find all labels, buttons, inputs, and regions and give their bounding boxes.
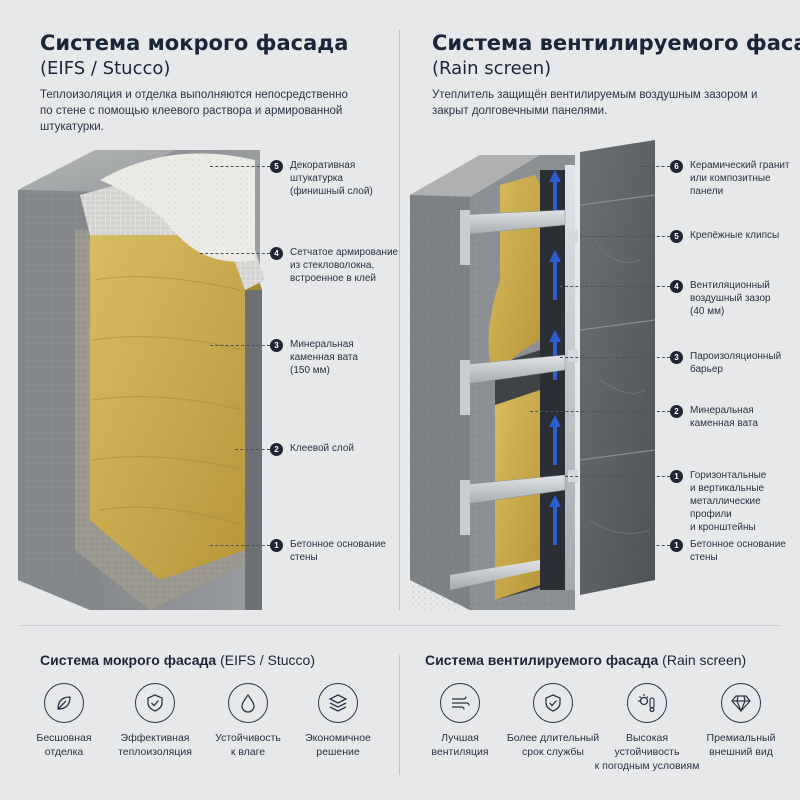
callout-label: Вентиляционный воздушный зазор (40 мм) <box>690 280 771 317</box>
feature-label: Более длительный срок службы <box>506 732 600 758</box>
bottom-right-title-bold: Система вентилируемого фасада <box>425 652 659 668</box>
callout-label: Бетонное основание стены <box>690 539 786 563</box>
callout-number: 3 <box>270 339 283 352</box>
column-divider <box>399 30 400 610</box>
leader-line <box>200 253 270 254</box>
feature-label: Премиальный внешний вид <box>706 732 776 758</box>
leader-line <box>560 357 670 358</box>
shield-check-icon <box>135 683 175 723</box>
feature-economical: Экономичное решение <box>283 683 393 759</box>
callout-adhesive: 2 Клеевой слой <box>270 442 354 456</box>
callout-concrete-base-right: 1 Бетонное основание стены <box>670 538 786 564</box>
leader-line <box>630 545 670 546</box>
right-title: Система вентилируемого фасада <box>432 31 800 55</box>
callout-number: 1 <box>670 470 683 483</box>
callout-mineral-wool-right: 2 Минеральная каменная вата <box>670 404 758 430</box>
rain-screen-illustration <box>410 140 656 610</box>
leader-line <box>210 545 270 546</box>
feature-weather-resistance: Высокая устойчивость к погодным условиям <box>592 683 702 773</box>
feature-label: Экономичное решение <box>305 732 371 758</box>
callout-label: Керамический гранит или композитные пане… <box>690 160 790 197</box>
right-subtitle: (Rain screen) <box>432 58 552 79</box>
layers-icon <box>318 683 358 723</box>
bottom-left-title-bold: Система мокрого фасада <box>40 652 217 668</box>
leader-line <box>560 286 670 287</box>
callout-number: 6 <box>670 160 683 173</box>
callout-finish-plaster: 5 Декоративная штукатурка (финишный слой… <box>270 159 373 198</box>
leader-line <box>210 345 270 346</box>
callout-number: 4 <box>670 280 683 293</box>
callout-label: Сетчатое армирование из стекловолокна, в… <box>290 247 399 284</box>
callout-number: 1 <box>270 539 283 552</box>
callout-number: 2 <box>670 405 683 418</box>
feature-moisture-resistance: Устойчивость к влаге <box>193 683 303 759</box>
leader-line <box>640 166 670 167</box>
callout-metal-profiles: 1 Горизонтальные и вертикальные металлич… <box>670 469 800 534</box>
left-description: Теплоизоляция и отделка выполняются непо… <box>40 89 348 133</box>
callout-vapor-barrier: 3 Пароизоляционный барьер <box>670 350 781 376</box>
callout-air-gap: 4 Вентиляционный воздушный зазор (40 мм) <box>670 279 771 318</box>
feature-service-life: Более длительный срок службы <box>498 683 608 759</box>
callout-number: 1 <box>670 539 683 552</box>
wind-icon <box>440 683 480 723</box>
callout-label: Клеевой слой <box>290 443 355 454</box>
callout-label: Минеральная каменная вата <box>690 405 758 429</box>
callout-label: Горизонтальные и вертикальные металличес… <box>690 470 767 533</box>
bottom-right-title: Система вентилируемого фасада (Rain scre… <box>425 652 746 668</box>
callout-label: Бетонное основание стены <box>290 539 386 563</box>
callout-clips: 5 Крепёжные клипсы <box>670 229 779 243</box>
left-subtitle: (EIFS / Stucco) <box>40 58 171 79</box>
feature-label: Бесшовная отделка <box>36 732 92 758</box>
leader-line <box>580 236 670 237</box>
feature-ventilation: Лучшая вентиляция <box>405 683 515 759</box>
callout-label: Крепёжные клипсы <box>690 230 780 241</box>
right-description: Утеплитель защищён вентилируемым воздушн… <box>432 89 758 117</box>
callout-number: 5 <box>670 230 683 243</box>
callout-label: Декоративная штукатурка (финишный слой) <box>290 160 373 197</box>
feature-label: Эффективная теплоизоляция <box>118 732 192 758</box>
callout-label: Минеральная каменная вата (150 мм) <box>290 339 358 376</box>
callout-number: 5 <box>270 160 283 173</box>
feature-insulation: Эффективная теплоизоляция <box>100 683 210 759</box>
weather-icon <box>627 683 667 723</box>
feature-label: Высокая устойчивость к погодным условиям <box>594 732 700 772</box>
bottom-left-title-light: (EIFS / Stucco) <box>220 652 315 668</box>
diamond-icon <box>721 683 761 723</box>
callout-fiberglass-mesh: 4 Сетчатое армирование из стекловолокна,… <box>270 246 398 285</box>
callout-number: 3 <box>670 351 683 364</box>
callout-granite-panels: 6 Керамический гранит или композитные па… <box>670 159 800 198</box>
leader-line <box>565 476 670 477</box>
leader-line <box>210 166 270 167</box>
feature-premium-look: Премиальный внешний вид <box>686 683 796 759</box>
section-divider <box>20 625 780 626</box>
left-title: Система мокрого фасада <box>40 31 349 55</box>
leader-line <box>530 411 670 412</box>
bottom-column-divider <box>399 655 400 775</box>
shield-check-icon <box>533 683 573 723</box>
callout-number: 4 <box>270 247 283 260</box>
eifs-wall-illustration <box>18 150 265 610</box>
bottom-left-title: Система мокрого фасада (EIFS / Stucco) <box>40 652 315 668</box>
bottom-right-title-light: (Rain screen) <box>662 652 747 668</box>
water-drop-icon <box>228 683 268 723</box>
feature-seamless-finish: Бесшовная отделка <box>9 683 119 759</box>
callout-label: Пароизоляционный барьер <box>690 351 782 375</box>
feature-label: Устойчивость к влаге <box>215 732 281 758</box>
leader-line <box>235 449 270 450</box>
callout-number: 2 <box>270 443 283 456</box>
callout-mineral-wool: 3 Минеральная каменная вата (150 мм) <box>270 338 358 377</box>
callout-concrete-base: 1 Бетонное основание стены <box>270 538 386 564</box>
feature-label: Лучшая вентиляция <box>431 732 489 758</box>
leaf-icon <box>44 683 84 723</box>
